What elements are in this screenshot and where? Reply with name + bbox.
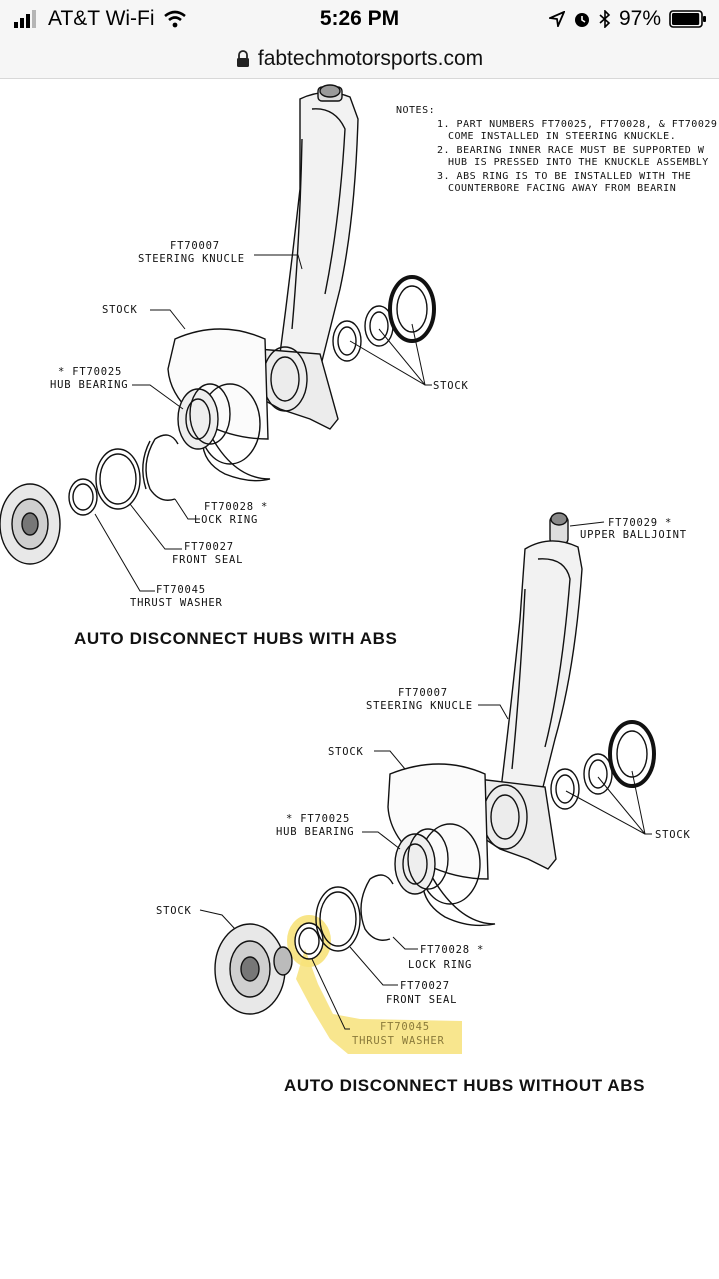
exploded-hub-diagram: NOTES: 1. PART NUMBERS FT70025, FT70028,…	[0, 84, 717, 1095]
label-bottom-thrust-washer-name: THRUST WASHER	[352, 1035, 445, 1047]
notes-block: NOTES: 1. PART NUMBERS FT70025, FT70028,…	[396, 105, 717, 194]
caption-with-abs: AUTO DISCONNECT HUBS WITH ABS	[74, 629, 397, 648]
wifi-icon	[163, 10, 186, 28]
bottom-labels: FT70029 * UPPER BALLJOINT FT70007 STEERI…	[156, 517, 691, 1095]
top-assembly	[0, 84, 436, 592]
label-bottom-front-seal-name: FRONT SEAL	[386, 994, 457, 1006]
carrier-label: AT&T Wi-Fi	[48, 7, 155, 30]
location-arrow-icon	[548, 11, 565, 27]
note-line-5: 3. ABS RING IS TO BE INSTALLED WITH THE	[437, 171, 691, 182]
battery-percent: 97%	[618, 7, 661, 30]
address-bar[interactable]: fabtechmotorsports.com	[0, 40, 719, 79]
bottom-assembly	[199, 512, 656, 1030]
label-top-thrust-washer-pn: FT70045	[156, 584, 206, 596]
url-domain[interactable]: fabtechmotorsports.com	[257, 47, 484, 70]
label-bottom-knuckle-name: STEERING KNUCLE	[366, 700, 473, 712]
lock-icon	[236, 50, 249, 67]
page-content: NOTES: 1. PART NUMBERS FT70025, FT70028,…	[0, 79, 719, 1279]
status-right: 97%	[548, 7, 707, 31]
bluetooth-icon	[599, 10, 611, 28]
label-bottom-front-seal-pn: FT70027	[400, 980, 450, 992]
label-top-stock-a: STOCK	[102, 304, 138, 316]
label-top-hub-bearing-name: HUB BEARING	[50, 379, 128, 391]
status-left: AT&T Wi-Fi	[14, 7, 187, 31]
note-line-3: 2. BEARING INNER RACE MUST BE SUPPORTED …	[437, 145, 705, 156]
label-top-stock-b: STOCK	[433, 380, 469, 392]
notes-heading: NOTES:	[396, 105, 435, 116]
label-top-front-seal-pn: FT70027	[184, 541, 234, 553]
label-bottom-ball-joint-pn: FT70029 *	[608, 517, 672, 529]
label-bottom-stock-b: STOCK	[655, 829, 691, 841]
caption-without-abs: AUTO DISCONNECT HUBS WITHOUT ABS	[284, 1076, 645, 1095]
label-top-lock-ring-name: LOCK RING	[194, 514, 258, 526]
label-top-knuckle-pn: FT70007	[170, 240, 220, 252]
label-top-hub-bearing-pn: * FT70025	[58, 366, 122, 378]
label-bottom-knuckle-pn: FT70007	[398, 687, 448, 699]
note-line-1: 1. PART NUMBERS FT70025, FT70028, & FT70…	[437, 119, 717, 130]
label-bottom-thrust-washer-pn: FT70045	[380, 1021, 430, 1033]
status-time: 5:26 PM	[319, 7, 400, 30]
cellular-signal-icon	[14, 10, 36, 28]
battery-icon	[669, 10, 706, 28]
label-bottom-lock-ring-name: LOCK RING	[408, 959, 472, 971]
label-top-thrust-washer-name: THRUST WASHER	[130, 597, 223, 609]
label-bottom-hub-bearing-name: HUB BEARING	[276, 826, 354, 838]
top-labels: FT70007 STEERING KNUCLE STOCK STOCK * FT…	[50, 240, 469, 648]
note-line-6: COUNTERBORE FACING AWAY FROM BEARIN	[448, 183, 676, 194]
label-top-lock-ring-pn: FT70028 *	[204, 501, 268, 513]
label-bottom-stock-a: STOCK	[328, 746, 364, 758]
label-top-front-seal-name: FRONT SEAL	[172, 554, 243, 566]
label-bottom-stock-c: STOCK	[156, 905, 192, 917]
label-bottom-ball-joint-name: UPPER BALLJOINT	[580, 529, 687, 541]
status-bar: AT&T Wi-Fi 5:26 PM 97%	[0, 0, 719, 40]
note-line-2: COME INSTALLED IN STEERING KNUCKLE.	[448, 131, 676, 142]
note-line-4: HUB IS PRESSED INTO THE KNUCKLE ASSEMBLY	[448, 157, 709, 168]
label-bottom-lock-ring-pn: FT70028 *	[420, 944, 484, 956]
label-bottom-hub-bearing-pn: * FT70025	[286, 813, 350, 825]
label-top-knuckle-name: STEERING KNUCLE	[138, 253, 245, 265]
alarm-icon	[574, 13, 589, 27]
